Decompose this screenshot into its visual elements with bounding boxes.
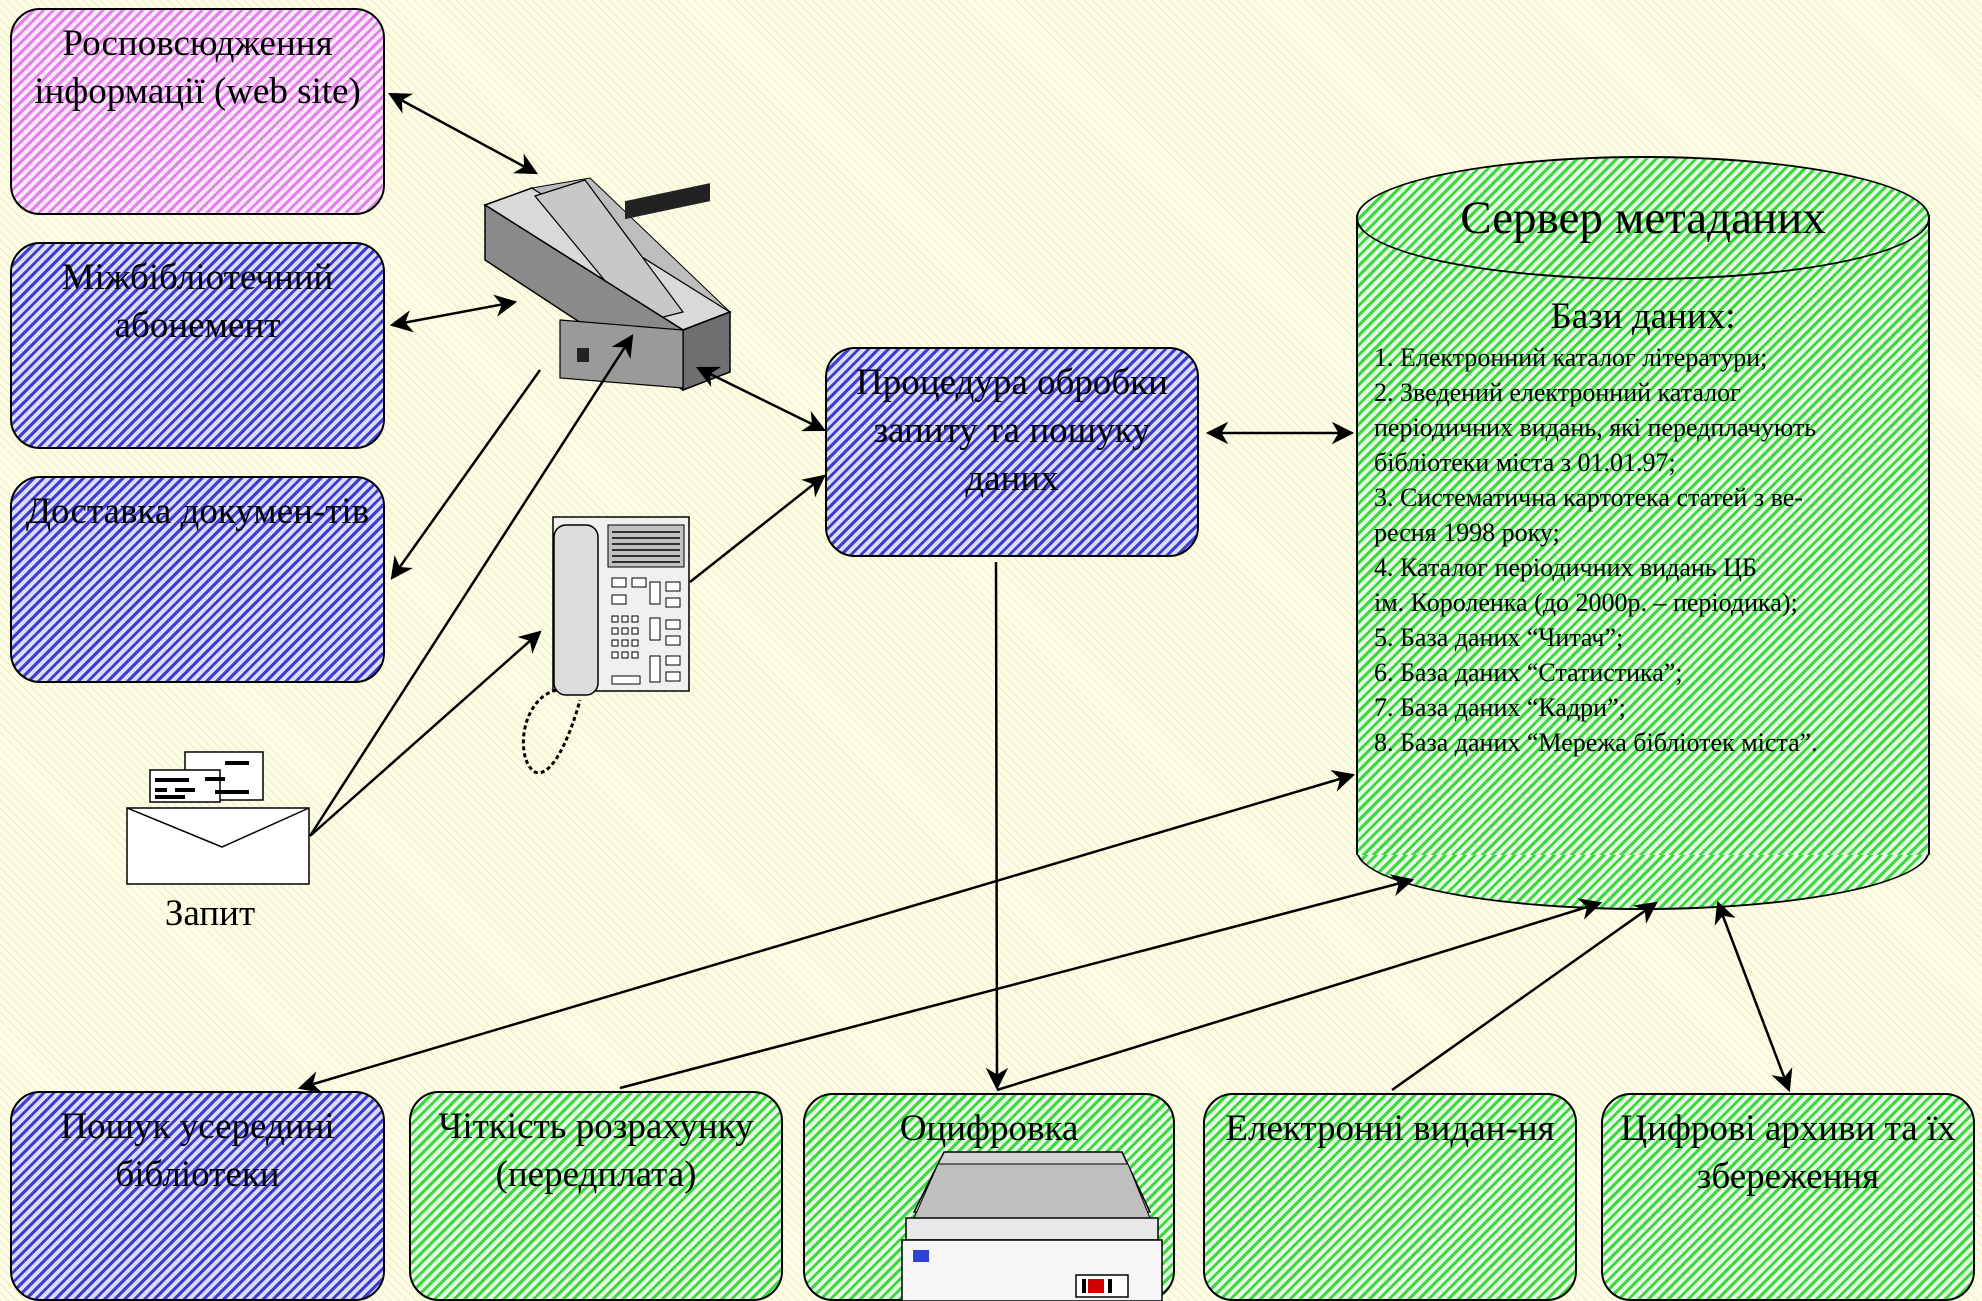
db-list-line: ресня 1998 року; [1374, 518, 1560, 547]
db-heading: Бази даних: [1550, 296, 1736, 337]
box-delivery: Доставка докумен-тів [10, 476, 385, 683]
box-e-publications: Електронні видан-ня [1203, 1093, 1577, 1301]
box-interlibrary-label: Міжбібліотечний абонемент [61, 257, 334, 346]
db-list-line: періодичних видань, які передплачують [1374, 413, 1817, 442]
db-list-line: ім. Короленка (до 2000р. – періодика); [1374, 588, 1798, 617]
box-clarity-label: Чіткість розрахунку (передплата) [438, 1106, 754, 1195]
scanner-icon [901, 1151, 1163, 1301]
db-list-line: 1. Електронний каталог літератури; [1374, 343, 1768, 372]
server-cylinder-top [1356, 156, 1930, 280]
telephone-icon [521, 516, 690, 775]
box-web-site: Росповсюдження інформації (web site) [10, 8, 385, 215]
db-list-line: бібліотеки міста з 01.01.97; [1374, 448, 1676, 477]
db-list-line: 4. Каталог періодичних видань ЦБ [1374, 553, 1757, 582]
box-web-site-label: Росповсюдження інформації (web site) [34, 23, 361, 112]
db-list-line: 3. Систематична картотека статей з ве- [1374, 483, 1803, 512]
db-list-line: 2. Зведений електронний каталог [1374, 378, 1741, 407]
box-digitization-label: Оцифровка [899, 1108, 1079, 1149]
server-title: Сервер метаданих [1460, 192, 1826, 244]
envelope-icon [126, 751, 310, 885]
box-search-inside-label: Пошук усередині бібліотеки [60, 1106, 335, 1195]
db-list-line: 7. База даних “Кадри”; [1374, 693, 1626, 722]
modem-icon [483, 177, 732, 392]
box-clarity: Чіткість розрахунку (передплата) [409, 1091, 783, 1301]
box-interlibrary: Міжбібліотечний абонемент [10, 242, 385, 449]
request-label: Запит [164, 893, 256, 934]
box-procedure-label: Процедура обробки запиту та пошуку даних [856, 362, 1168, 499]
box-digital-archives: Цифрові архиви та їх збереження [1601, 1093, 1975, 1301]
db-list: 1. Електронний каталог літератури; 2. Зв… [1374, 340, 1914, 760]
db-list-line: 6. База даних “Статистика”; [1374, 658, 1683, 687]
server-cylinder-body [1356, 215, 1930, 855]
box-procedure: Процедура обробки запиту та пошуку даних [825, 347, 1199, 557]
box-delivery-label: Доставка докумен-тів [25, 491, 370, 532]
db-list-line: 8. База даних “Мережа бібліотек міста”. [1374, 728, 1818, 757]
box-search-inside: Пошук усередині бібліотеки [10, 1091, 385, 1301]
db-list-line: 5. База даних “Читач”; [1374, 623, 1624, 652]
box-e-publications-label: Електронні видан-ня [1225, 1108, 1555, 1149]
box-digital-archives-label: Цифрові архиви та їх збереження [1620, 1108, 1956, 1197]
